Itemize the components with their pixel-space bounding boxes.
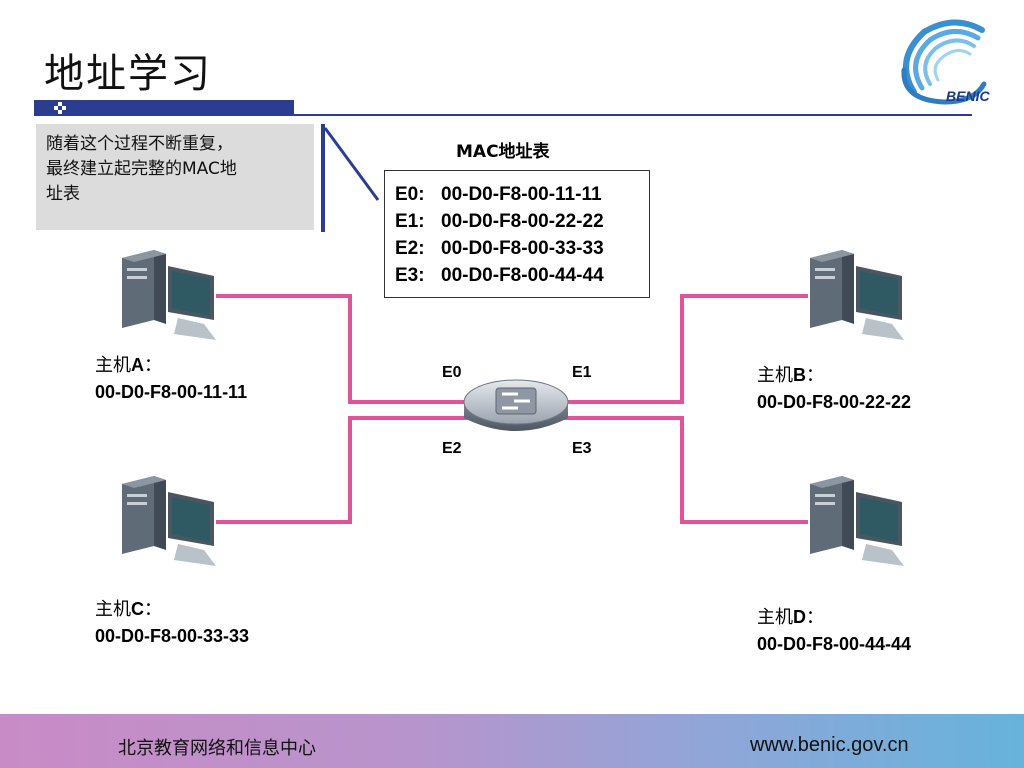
host-name-prefix: 主机 bbox=[95, 355, 131, 376]
callout-bracket bbox=[321, 124, 380, 232]
host-name-prefix: 主机 bbox=[757, 607, 793, 628]
footer-url[interactable]: www.benic.gov.cn bbox=[750, 734, 909, 756]
computer-icon-host-d bbox=[810, 476, 904, 566]
mac-port: E1: bbox=[395, 211, 425, 232]
host-letter: D bbox=[793, 607, 806, 627]
logo-text: BENIC bbox=[946, 88, 990, 104]
host-name-suffix: ： bbox=[144, 599, 162, 620]
link-c-e2 bbox=[216, 416, 470, 524]
host-mac: 00-D0-F8-00-33-33 bbox=[95, 626, 250, 646]
mac-port: E3: bbox=[395, 265, 425, 286]
mac-table-row: E1: 00-D0-F8-00-22-22 bbox=[395, 208, 649, 235]
link-d-e3 bbox=[562, 416, 808, 524]
host-name: 主机A： bbox=[95, 352, 247, 379]
host-label-c: 主机C： 00-D0-F8-00-33-33 bbox=[95, 596, 249, 649]
title-underline bbox=[294, 114, 972, 116]
mac-address: 00-D0-F8-00-44-44 bbox=[441, 265, 604, 286]
computer-icon-host-a bbox=[122, 250, 216, 340]
port-label-e3: E3 bbox=[572, 440, 592, 457]
note-box: 随着这个过程不断重复， 最终建立起完整的MAC地 址表 bbox=[36, 124, 314, 230]
link-b-e1 bbox=[562, 294, 808, 404]
mac-table-title: MAC地址表 bbox=[456, 142, 550, 162]
mac-table-row: E3: 00-D0-F8-00-44-44 bbox=[395, 262, 649, 289]
mac-table-row: E0: 00-D0-F8-00-11-11 bbox=[395, 181, 649, 208]
mac-table: E0: 00-D0-F8-00-11-11 E1: 00-D0-F8-00-22-2… bbox=[384, 170, 650, 298]
port-label-e0: E0 bbox=[442, 364, 462, 381]
host-name-suffix: ： bbox=[806, 365, 824, 386]
host-mac: 00-D0-F8-00-44-44 bbox=[757, 634, 912, 654]
mac-address: 00-D0-F8-00-22-22 bbox=[441, 211, 604, 232]
link-a-e0 bbox=[216, 294, 470, 404]
host-label-a: 主机A： 00-D0-F8-00-11-11 bbox=[95, 352, 247, 405]
note-line: 最终建立起完整的MAC地 bbox=[46, 159, 237, 179]
host-letter: A bbox=[131, 355, 144, 375]
note-line: 址表 bbox=[46, 184, 80, 204]
port-label-e1: E1 bbox=[572, 364, 592, 381]
note-line: 随着这个过程不断重复， bbox=[46, 134, 233, 154]
diamond-icon bbox=[54, 102, 66, 114]
switch-icon bbox=[463, 379, 569, 431]
page-title: 地址学习 bbox=[44, 51, 212, 97]
host-letter: C bbox=[131, 599, 144, 619]
host-mac: 00-D0-F8-00-11-11 bbox=[95, 382, 248, 402]
footer-org: 北京教育网络和信息中心 bbox=[118, 738, 316, 759]
host-name-suffix: ： bbox=[806, 607, 824, 628]
footer-bar: 北京教育网络和信息中心 www.benic.gov.cn bbox=[0, 714, 1024, 768]
mac-table-row: E2: 00-D0-F8-00-33-33 bbox=[395, 235, 649, 262]
mac-address: 00-D0-F8-00-11-11 bbox=[441, 184, 602, 205]
host-label-d: 主机D： 00-D0-F8-00-44-44 bbox=[757, 604, 911, 657]
host-label-b: 主机B： 00-D0-F8-00-22-22 bbox=[757, 362, 911, 415]
host-name-suffix: ： bbox=[144, 355, 162, 376]
mac-port: E0: bbox=[395, 184, 425, 205]
computer-icon-host-b bbox=[810, 250, 904, 340]
host-letter: B bbox=[793, 365, 806, 385]
host-name-prefix: 主机 bbox=[757, 365, 793, 386]
host-mac: 00-D0-F8-00-22-22 bbox=[757, 392, 912, 412]
computer-icon-host-c bbox=[122, 476, 216, 566]
mac-address: 00-D0-F8-00-33-33 bbox=[441, 238, 604, 259]
benic-logo bbox=[901, 19, 987, 105]
title-underline-block bbox=[34, 100, 294, 116]
host-name: 主机D： bbox=[757, 604, 911, 631]
host-name-prefix: 主机 bbox=[95, 599, 131, 620]
mac-port: E2: bbox=[395, 238, 425, 259]
port-label-e2: E2 bbox=[442, 440, 462, 457]
host-name: 主机C： bbox=[95, 596, 249, 623]
host-name: 主机B： bbox=[757, 362, 911, 389]
